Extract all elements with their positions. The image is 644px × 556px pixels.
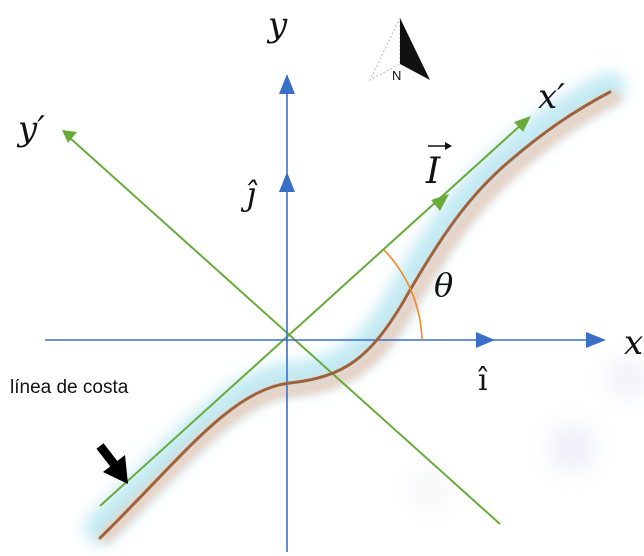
y-prime-axis-line xyxy=(69,137,501,525)
background-blobs xyxy=(412,358,644,508)
j-hat-arrowhead xyxy=(279,172,295,192)
vector-I-arrowhead xyxy=(431,194,449,211)
y-axis-label: y xyxy=(266,5,288,45)
black-arrow-icon xyxy=(96,443,128,484)
theta-label: θ xyxy=(434,266,453,304)
x-axis-arrowhead xyxy=(586,332,606,348)
standard-axes xyxy=(45,74,606,552)
y-prime-arrowhead xyxy=(62,130,77,143)
y-axis-arrowhead xyxy=(279,74,295,94)
x-prime-axis-line xyxy=(99,123,523,507)
rotated-axes xyxy=(62,116,531,525)
north-label: N xyxy=(392,68,401,83)
vector-I-overarrow-head xyxy=(445,142,452,150)
coastline-curve xyxy=(98,90,612,540)
coastline-label: línea de costa xyxy=(10,377,129,398)
vector-I-label: I xyxy=(425,151,441,192)
north-arrow-icon: N xyxy=(368,17,430,83)
i-hat-arrowhead xyxy=(476,332,495,348)
angle-theta-arc xyxy=(383,249,423,341)
j-hat-label: ĵ xyxy=(240,175,258,213)
x-axis-label: x xyxy=(624,323,643,363)
x-prime-label: x′ xyxy=(538,77,565,117)
vector-I-label-group: I xyxy=(425,142,452,192)
x-prime-arrowhead xyxy=(514,116,531,132)
y-prime-label: y′ xyxy=(16,109,45,149)
i-hat-label: î xyxy=(478,363,488,398)
coastline-glow xyxy=(84,72,626,544)
